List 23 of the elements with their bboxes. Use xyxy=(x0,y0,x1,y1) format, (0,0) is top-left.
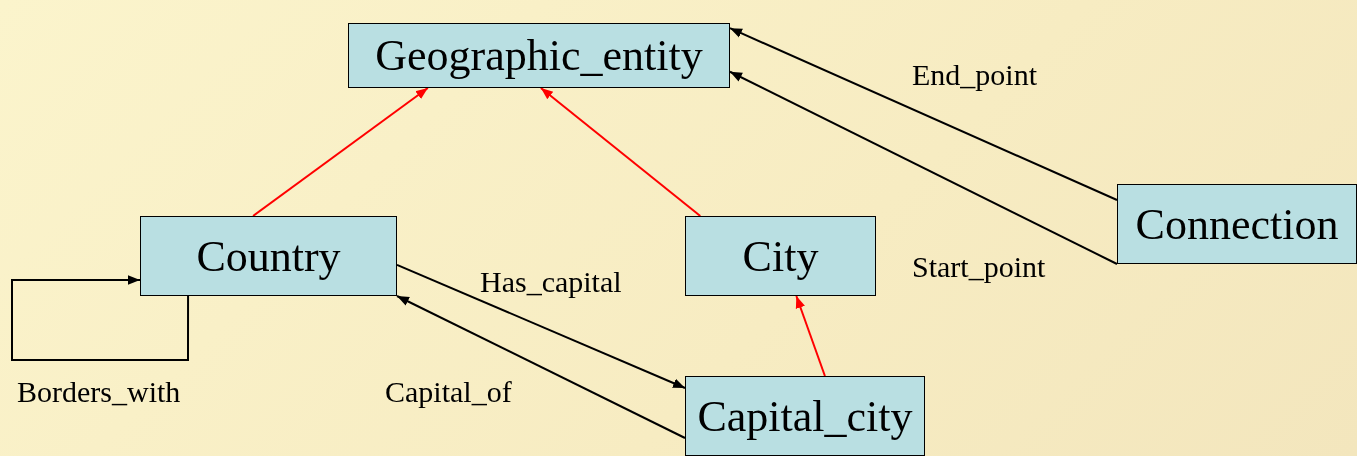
arrow xyxy=(729,70,1118,265)
class-name: Connection xyxy=(1135,198,1339,250)
arrow xyxy=(795,295,826,377)
arrow xyxy=(729,27,1118,201)
class-box xyxy=(685,376,925,456)
arrow xyxy=(252,87,429,217)
class-box xyxy=(348,23,730,88)
class-box xyxy=(1117,184,1357,264)
arrow xyxy=(11,275,190,361)
class-box xyxy=(685,216,876,296)
class-name: Geographic_entity xyxy=(375,30,703,81)
edge-label: Capital_of xyxy=(385,375,512,409)
class-name: Capital_city xyxy=(697,390,913,442)
arrow xyxy=(396,295,686,439)
class-name: Country xyxy=(196,230,341,282)
class-box xyxy=(140,216,397,296)
arrow xyxy=(539,87,702,217)
class-name: City xyxy=(742,230,819,282)
edge-label: End_point xyxy=(912,58,1037,92)
edge-label: Has_capital xyxy=(480,265,622,299)
edge-label: Start_point xyxy=(912,250,1046,284)
arrow xyxy=(396,263,686,389)
edge-label: Borders_with xyxy=(17,375,181,409)
